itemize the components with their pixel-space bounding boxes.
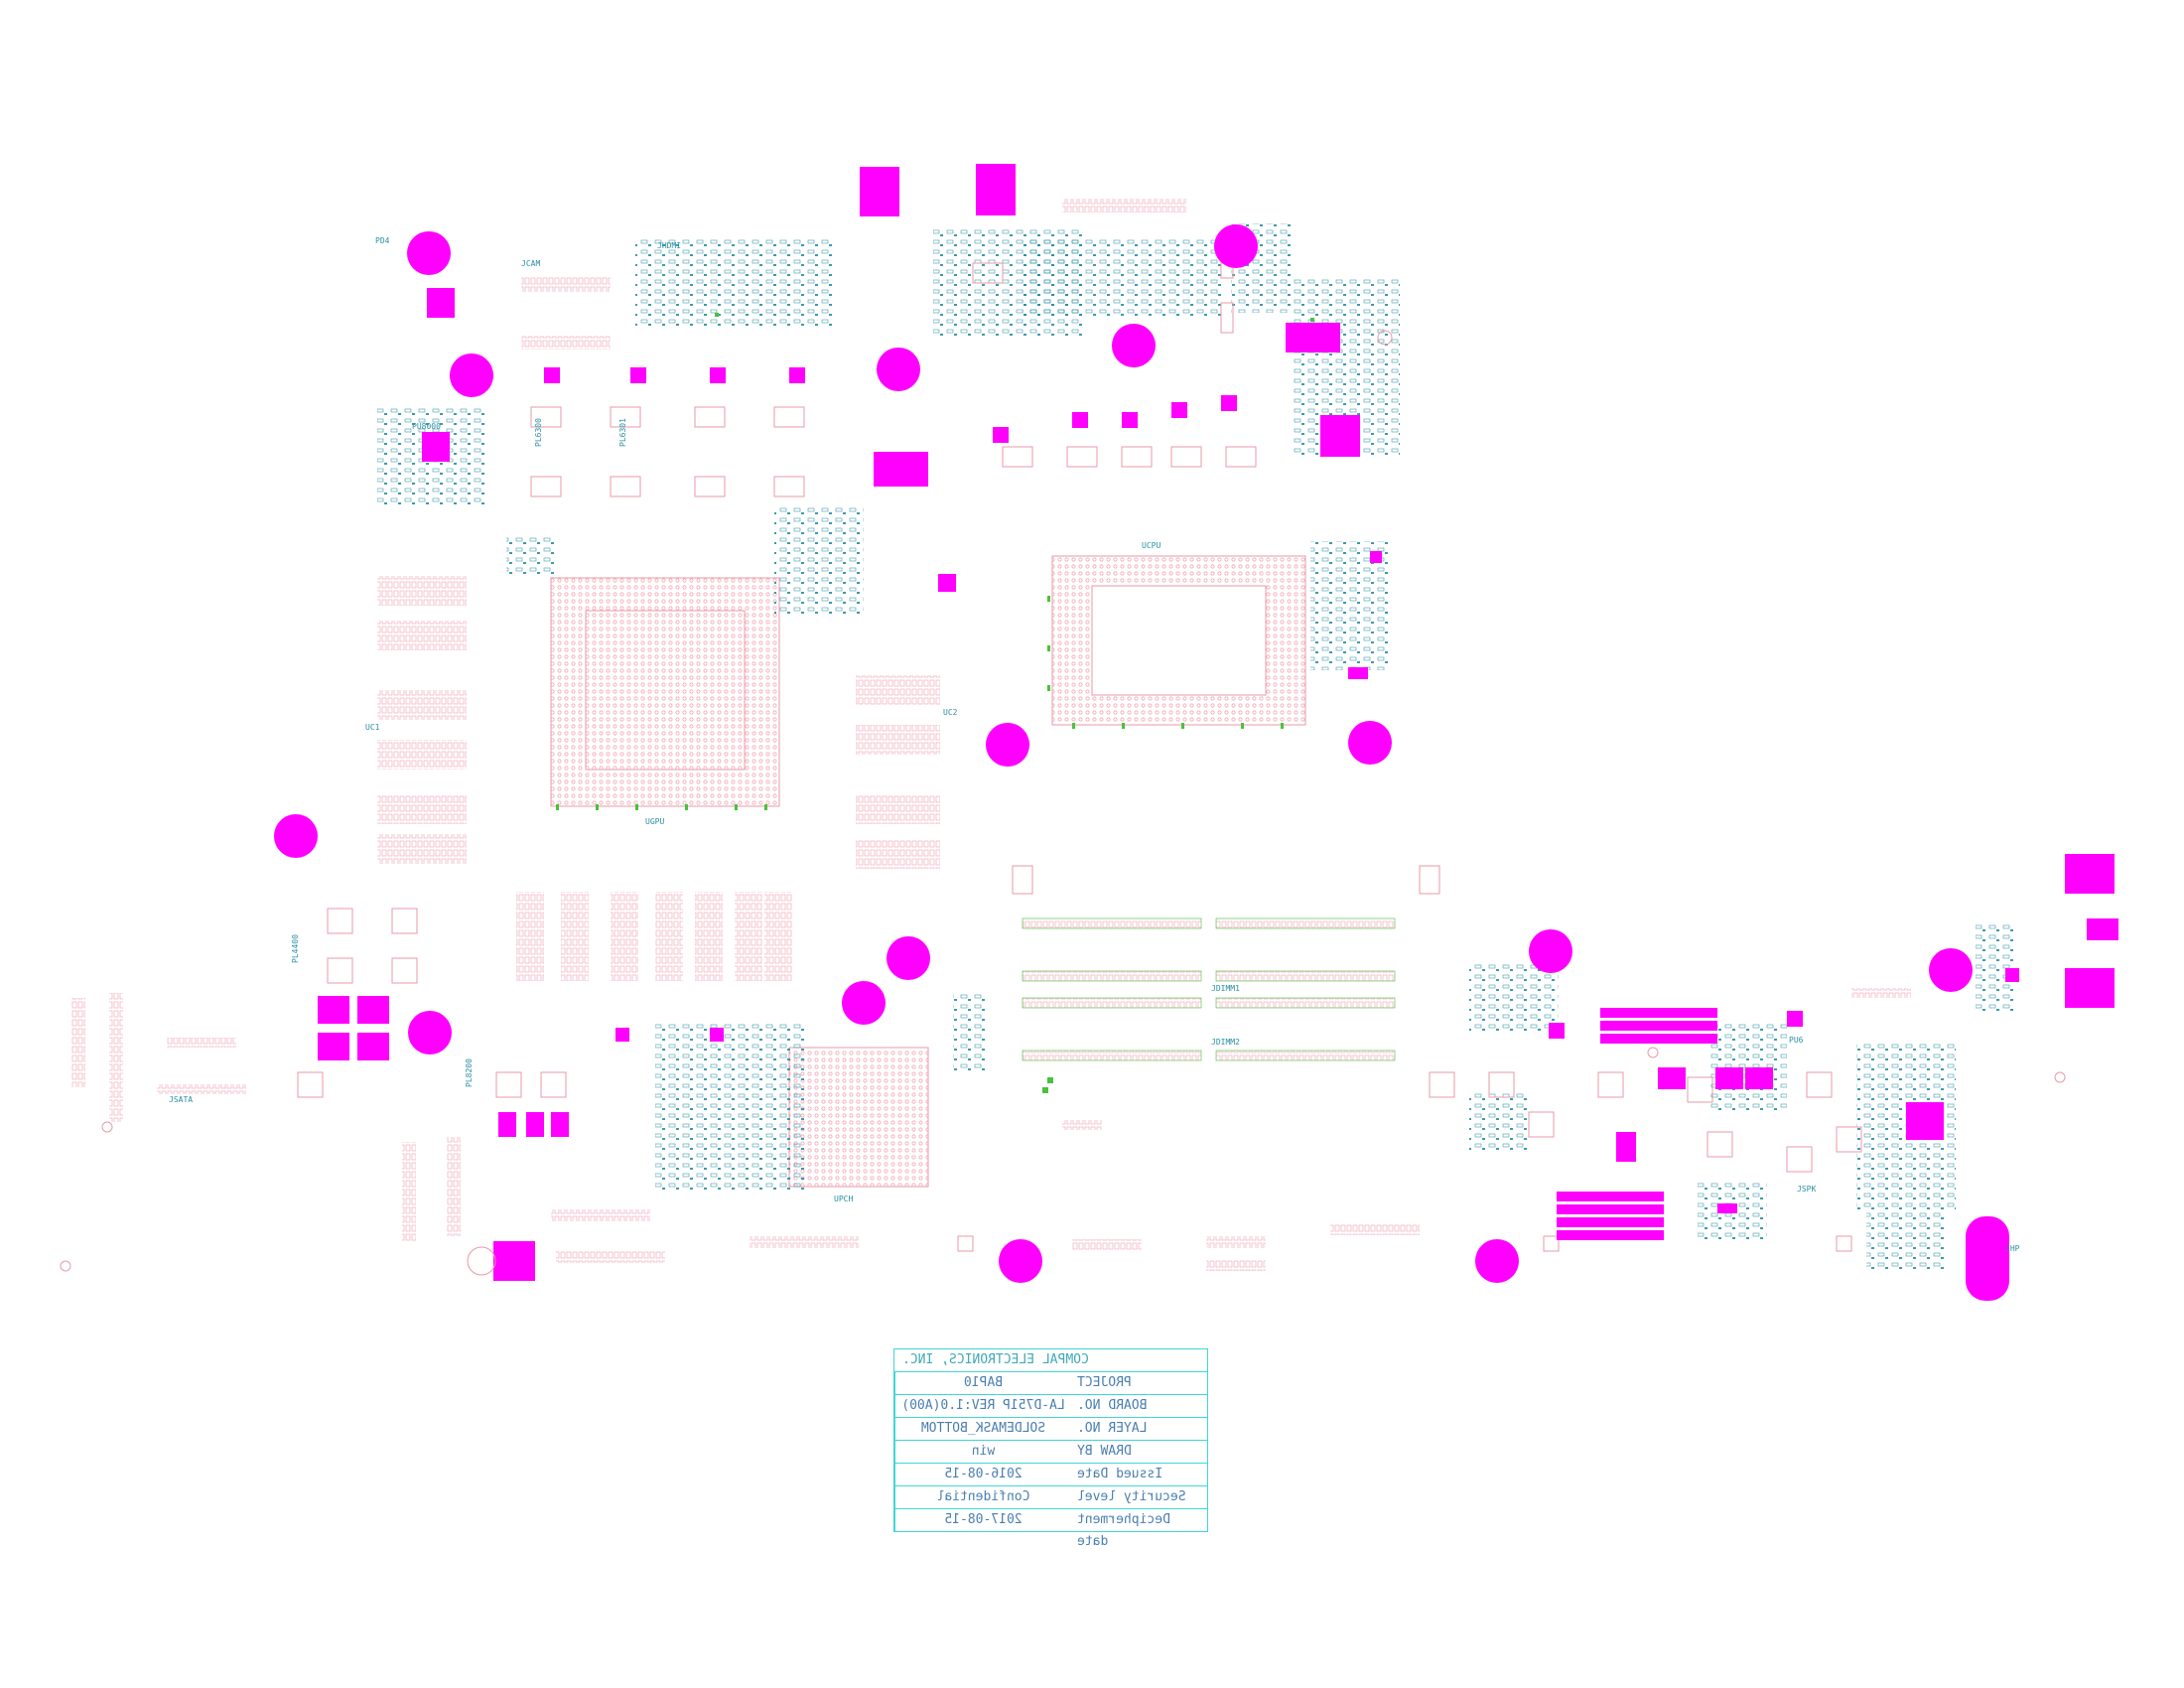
title-company: COMPAL ELECTRONICS, INC.: [894, 1349, 1207, 1372]
title-row-key: DRAW BY: [1077, 1444, 1132, 1459]
title-row-project: BAP10 PROJECT: [894, 1372, 1207, 1395]
title-row-value: 2016-08-15: [894, 1464, 1071, 1485]
outline-pads: [297, 247, 1862, 1252]
title-row-key: BOARD NO.: [1077, 1398, 1148, 1413]
title-row-key: Decipherment date: [1077, 1512, 1170, 1549]
title-row-layer-no: SOLDEMASK_BOTTOM LAYER NO.: [894, 1418, 1207, 1441]
memory-array-bottom: [516, 892, 792, 981]
title-row-decipherment-date: 2017-08-15 Decipherment date: [894, 1509, 1207, 1549]
title-row-value: LA-D751P REV:1.0(A00): [894, 1395, 1071, 1417]
label-uc1: UC1: [365, 723, 380, 732]
label-uc2: UC2: [943, 708, 958, 717]
label-jdimm2: JDIMM2: [1211, 1038, 1240, 1047]
title-row-issued-date: 2016-08-15 Issued Date: [894, 1464, 1207, 1486]
label-jcam: JCAM: [521, 259, 540, 268]
title-row-board-no: LA-D751P REV:1.0(A00) BOARD NO.: [894, 1395, 1207, 1418]
title-row-value: 2017-08-15: [894, 1509, 1071, 1531]
label-pl6300: PL6300: [534, 418, 543, 447]
green-test-points: [556, 313, 1314, 1093]
label-ugpu: UGPU: [645, 817, 664, 826]
title-row-value: BAP10: [894, 1372, 1071, 1394]
gpu-bga: [550, 577, 780, 807]
dimm-slots: [1012, 865, 1440, 1061]
title-row-security-level: Confidential Security level: [894, 1486, 1207, 1509]
label-pu6: PU6: [1789, 1036, 1804, 1045]
label-pl4400: PL4400: [291, 934, 300, 963]
outline-circles: [60, 330, 2066, 1276]
mask-pads: [318, 164, 2118, 1301]
mounting-holes: [274, 224, 1973, 1283]
title-row-key: PROJECT: [1077, 1375, 1132, 1390]
title-row-key: LAYER NO.: [1077, 1421, 1148, 1436]
title-block: COMPAL ELECTRONICS, INC. BAP10 PROJECT L…: [893, 1348, 1208, 1549]
label-jsata: JSATA: [169, 1095, 193, 1104]
title-row-draw-by: win DRAW BY: [894, 1441, 1207, 1464]
label-pd4: PD4: [375, 236, 390, 245]
label-jhp: JHP: [2005, 1244, 2020, 1253]
connectors: [71, 199, 1911, 1271]
cpu-bga: [1051, 555, 1306, 726]
memory-array-right: [856, 675, 940, 869]
label-jhdmi: JHDMI: [657, 241, 681, 250]
title-row-value: SOLDEMASK_BOTTOM: [894, 1418, 1071, 1440]
memory-array-left: [377, 576, 467, 864]
title-row-value: win: [894, 1441, 1071, 1463]
label-jdimm1: JDIMM1: [1211, 984, 1240, 993]
title-row-key: Issued Date: [1077, 1467, 1163, 1481]
label-pl6301: PL6301: [618, 418, 627, 447]
silk-labels: JSATA JCAM JHDMI JSPK JHP PD4 PU6 PL6300…: [169, 236, 2020, 1253]
label-upch: UPCH: [834, 1195, 853, 1203]
label-ucpu: UCPU: [1142, 541, 1160, 550]
title-row-key: Security level: [1077, 1489, 1186, 1504]
pch-bga: [788, 1047, 929, 1188]
title-row-value: Confidential: [894, 1486, 1071, 1508]
label-pu8000: PU8000: [412, 422, 441, 431]
label-jspk: JSPK: [1797, 1185, 1816, 1194]
label-pl8200: PL8200: [465, 1058, 474, 1087]
